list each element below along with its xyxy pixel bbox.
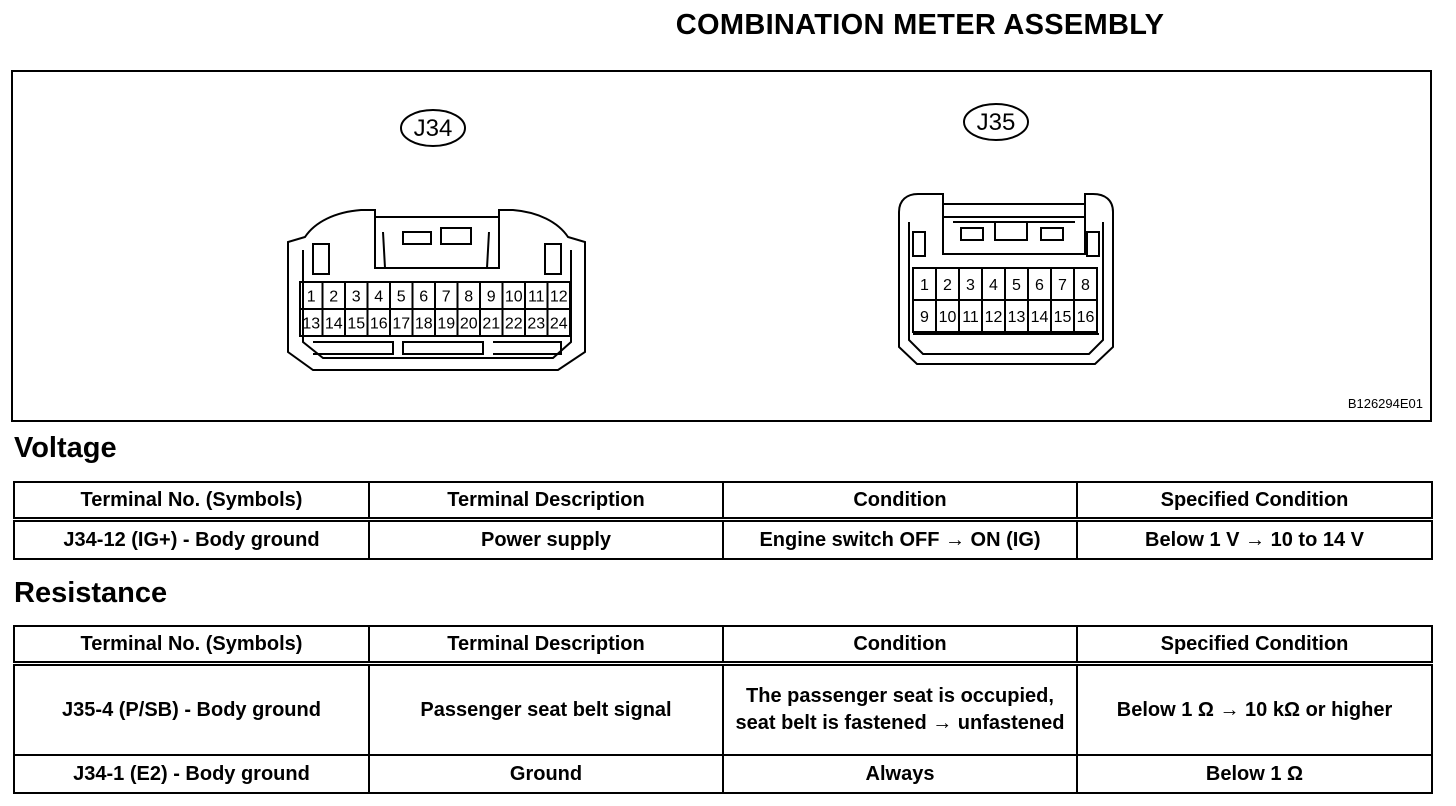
voltage-table: Terminal No. (Symbols) Terminal Descript… (13, 481, 1433, 560)
terminal-number: 3 (966, 277, 975, 294)
terminal-cell (1073, 299, 1098, 333)
terminal-number: 1 (307, 289, 316, 306)
terminal-number: 11 (962, 309, 979, 326)
terminal-number: 13 (302, 316, 320, 333)
terminal-number: 11 (528, 289, 545, 306)
column-header: Specified Condition (1076, 481, 1433, 522)
terminal-number: 20 (460, 316, 478, 333)
terminal-number: 24 (550, 316, 568, 333)
j34-label-ellipse (400, 109, 466, 147)
terminal-number: 5 (1012, 277, 1021, 294)
resistance-table: Terminal No. (Symbols) Terminal Descript… (13, 625, 1433, 794)
column-header: Terminal Description (368, 481, 724, 522)
terminal-number: 22 (505, 316, 523, 333)
table-header-row: Terminal No. (Symbols) Terminal Descript… (13, 481, 1433, 522)
terminal-number: 9 (487, 289, 496, 306)
table-cell: Power supply (368, 518, 724, 560)
column-header: Condition (722, 625, 1078, 666)
terminal-number: 8 (464, 289, 473, 306)
table-cell: Engine switch OFF → ON (IG) (722, 518, 1078, 560)
table-row: J34-1 (E2) - Body ground Ground Always B… (13, 754, 1433, 794)
terminal-number: 16 (370, 316, 388, 333)
terminal-number: 3 (352, 289, 361, 306)
terminal-number: 23 (527, 316, 545, 333)
column-header: Specified Condition (1076, 625, 1433, 666)
terminal-number: 18 (415, 316, 433, 333)
terminal-number: 12 (550, 289, 568, 306)
terminal-number: 12 (985, 309, 1003, 326)
table-cell: Below 1 Ω (1076, 754, 1433, 794)
terminal-number: 16 (1077, 309, 1095, 326)
j35-label-ellipse (963, 103, 1029, 141)
table-cell: Ground (368, 754, 724, 794)
terminal-number: 15 (347, 316, 365, 333)
terminal-number: 10 (939, 309, 957, 326)
page-title: COMBINATION METER ASSEMBLY (675, 9, 1165, 41)
table-cell: Below 1 Ω → 10 kΩ or higher (1076, 662, 1433, 756)
terminal-number: 15 (1054, 309, 1072, 326)
terminal-number: 6 (419, 289, 428, 306)
table-cell: J35-4 (P/SB) - Body ground (13, 662, 370, 756)
table-cell: Below 1 V → 10 to 14 V (1076, 518, 1433, 560)
table-cell: J34-1 (E2) - Body ground (13, 754, 370, 794)
terminal-number: 13 (1008, 309, 1026, 326)
terminal-number: 14 (1031, 309, 1049, 326)
terminal-number: 4 (989, 277, 998, 294)
terminal-number: 21 (482, 316, 500, 333)
terminal-number: 6 (1035, 277, 1044, 294)
terminal-number: 7 (442, 289, 451, 306)
terminal-number: 17 (392, 316, 410, 333)
terminal-number: 10 (505, 289, 523, 306)
column-header: Terminal No. (Symbols) (13, 625, 370, 666)
table-row: J34-12 (IG+) - Body ground Power supply … (13, 518, 1433, 560)
table-row: J35-4 (P/SB) - Body ground Passenger sea… (13, 662, 1433, 756)
terminal-number: 5 (397, 289, 406, 306)
j35-label: J35 (977, 109, 1016, 136)
terminal-number: 2 (943, 277, 952, 294)
terminal-number: 9 (920, 309, 929, 326)
table-cell: The passenger seat is occupied, seat bel… (722, 662, 1078, 756)
table-cell: Always (722, 754, 1078, 794)
j35-connector-body (898, 193, 1114, 365)
resistance-section-title: Resistance (14, 577, 168, 609)
column-header: Terminal No. (Symbols) (13, 481, 370, 522)
terminal-number: 4 (374, 289, 383, 306)
table-header-row: Terminal No. (Symbols) Terminal Descript… (13, 625, 1433, 666)
figure-code: B126294E01 (1348, 396, 1423, 411)
terminal-number: 8 (1081, 277, 1090, 294)
voltage-section-title: Voltage (14, 432, 117, 464)
terminal-number: 14 (325, 316, 343, 333)
table-cell: Passenger seat belt signal (368, 662, 724, 756)
column-header: Condition (722, 481, 1078, 522)
j34-label: J34 (414, 115, 453, 142)
terminal-number: 2 (329, 289, 338, 306)
terminal-number: 19 (437, 316, 455, 333)
terminal-number: 7 (1058, 277, 1067, 294)
terminal-cell (546, 308, 571, 337)
table-cell: J34-12 (IG+) - Body ground (13, 518, 370, 560)
terminal-number: 1 (920, 277, 929, 294)
column-header: Terminal Description (368, 625, 724, 666)
